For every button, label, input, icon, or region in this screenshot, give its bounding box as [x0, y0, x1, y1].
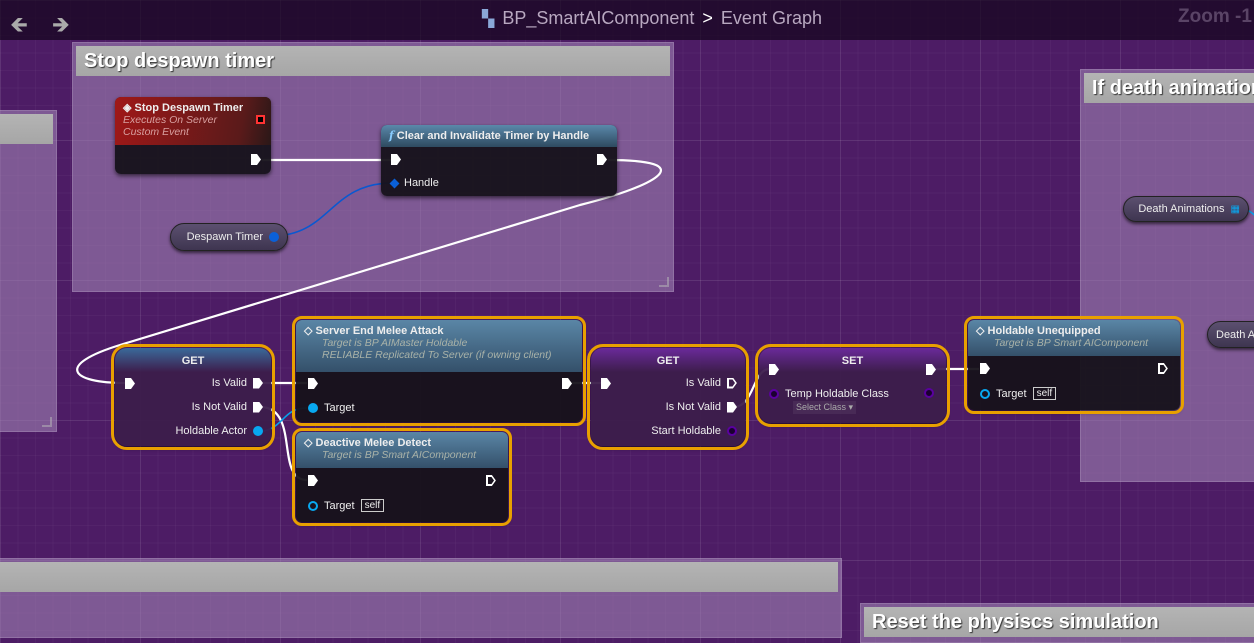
comment-title: Stop despawn timer	[76, 46, 670, 76]
variable-node-death-partial[interactable]: Death A	[1207, 321, 1254, 348]
breadcrumb-blueprint[interactable]: BP_SmartAIComponent	[502, 8, 695, 28]
zoom-level: Zoom -1	[1178, 6, 1252, 27]
node-title: ◇ Server End Melee Attack	[304, 325, 444, 337]
node-subtitle: RELIABLE Replicated To Server (if owning…	[322, 349, 552, 361]
validated-get-node-start-holdable[interactable]: GET Is Valid Is Not Valid Start Holdable	[587, 344, 749, 450]
is-not-valid-pin[interactable]: Is Not Valid	[192, 401, 263, 413]
self-default: self	[1032, 387, 1057, 400]
exec-in-pin[interactable]	[391, 154, 401, 165]
exec-in-pin[interactable]	[980, 363, 990, 374]
class-out-pin[interactable]	[924, 388, 934, 398]
exec-out-pin[interactable]	[597, 154, 607, 165]
custom-event-node-stop-despawn-timer[interactable]: ◈ Stop Despawn Timer Executes On Server …	[115, 97, 271, 174]
target-pin[interactable]: Target	[308, 402, 355, 414]
node-title: ◈ Stop Despawn Timer	[123, 102, 244, 114]
node-subtitle: Target is BP Smart AIComponent	[322, 449, 477, 461]
delegate-pin[interactable]	[256, 115, 265, 124]
node-title: f Clear and Invalidate Timer by Handle	[381, 125, 617, 147]
exec-out-pin[interactable]	[1158, 363, 1168, 374]
comment-box-death-animation[interactable]: If death animation	[1080, 69, 1254, 482]
exec-in-pin[interactable]	[308, 378, 318, 389]
start-holdable-pin[interactable]: Start Holdable	[651, 425, 737, 437]
node-title: GET	[591, 348, 745, 372]
comment-box-bottom[interactable]	[0, 558, 842, 638]
graph-title-bar	[0, 0, 1254, 40]
comment-box-left-partial[interactable]	[0, 110, 57, 432]
is-valid-pin[interactable]: Is Valid	[686, 377, 737, 389]
class-in-pin[interactable]: Temp Holdable Class	[769, 388, 889, 400]
struct-pin-icon	[389, 178, 400, 188]
exec-out-pin[interactable]	[486, 475, 496, 486]
breadcrumb-graph: Event Graph	[720, 8, 822, 28]
validated-get-node-holdable-actor[interactable]: GET Is Valid Is Not Valid Holdable Actor	[111, 344, 275, 450]
function-node-deactive-melee-detect[interactable]: ◇ Deactive Melee Detect Target is BP Sma…	[292, 428, 512, 526]
exec-in-pin[interactable]	[125, 378, 135, 389]
exec-out-pin[interactable]	[251, 154, 261, 165]
handle-pin[interactable]: Handle	[389, 177, 439, 189]
breadcrumb-separator: >	[702, 8, 713, 28]
exec-in-pin[interactable]	[769, 364, 779, 375]
function-node-holdable-unequipped[interactable]: ◇ Holdable Unequipped Target is BP Smart…	[964, 316, 1184, 414]
node-subtitle: Executes On Server	[123, 114, 217, 126]
node-title: ◇ Holdable Unequipped	[976, 325, 1101, 337]
event-icon: ◇	[304, 325, 313, 337]
node-subtitle: Custom Event	[123, 126, 189, 138]
exec-in-pin[interactable]	[601, 378, 611, 389]
comment-title: Reset the physiscs simulation	[864, 607, 1254, 637]
resize-handle[interactable]	[659, 277, 669, 287]
set-node-temp-holdable-class[interactable]: SET Temp Holdable Class Select Class ▾	[755, 344, 950, 427]
is-not-valid-pin[interactable]: Is Not Valid	[666, 401, 737, 413]
exec-in-pin[interactable]	[308, 475, 318, 486]
event-icon: ◇	[304, 437, 313, 449]
event-icon: ◇	[976, 325, 985, 337]
comment-title: If death animation	[1084, 73, 1254, 103]
node-title: SET	[759, 348, 946, 372]
array-icon: ▦	[1230, 203, 1240, 215]
forward-arrow-icon[interactable]: 🡺	[52, 12, 70, 37]
event-icon: ◈	[123, 102, 132, 114]
variable-node-despawn-timer[interactable]: Despawn Timer	[170, 223, 288, 251]
function-icon: f	[389, 129, 394, 142]
node-title: GET	[115, 348, 271, 372]
function-node-clear-invalidate-timer[interactable]: f Clear and Invalidate Timer by Handle H…	[381, 125, 617, 196]
is-valid-pin[interactable]: Is Valid	[212, 377, 263, 389]
breadcrumb: ▚ BP_SmartAIComponent > Event Graph	[482, 8, 822, 29]
variable-node-death-animations[interactable]: Death Animations▦	[1123, 196, 1249, 222]
self-default: self	[360, 499, 385, 512]
blueprint-icon: ▚	[482, 10, 495, 28]
back-arrow-icon[interactable]: 🡸	[10, 12, 28, 37]
resize-handle[interactable]	[42, 417, 52, 427]
select-class-dropdown[interactable]: Select Class ▾	[793, 401, 857, 414]
node-subtitle: Target is BP Smart AIComponent	[994, 337, 1149, 349]
node-subtitle: Target is BP AIMaster Holdable	[322, 337, 468, 349]
comment-title	[0, 562, 838, 592]
struct-pin[interactable]	[269, 232, 279, 242]
exec-out-pin[interactable]	[562, 378, 572, 389]
comment-box-reset-physics[interactable]: Reset the physiscs simulation	[860, 603, 1254, 643]
exec-out-pin[interactable]	[926, 364, 936, 375]
function-node-server-end-melee-attack[interactable]: ◇ Server End Melee Attack Target is BP A…	[292, 316, 586, 426]
holdable-actor-pin[interactable]: Holdable Actor	[175, 425, 263, 437]
node-title: ◇ Deactive Melee Detect	[304, 437, 432, 449]
comment-header	[0, 114, 53, 144]
